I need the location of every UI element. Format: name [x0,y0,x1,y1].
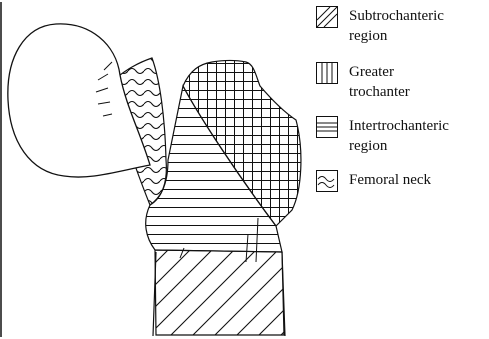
wavy-hatch-swatch-icon [316,170,338,192]
legend-line: region [349,26,444,46]
femur-illustration [0,0,310,339]
legend-label-femoral-neck: Femoral neck [349,170,431,190]
legend-item-greater-trochanter: Greater trochanter [316,62,488,116]
legend-label-greater-trochanter: Greater trochanter [349,62,410,102]
legend-item-femoral-neck: Femoral neck [316,170,488,200]
legend-line: region [349,136,449,156]
legend-label-intertrochanteric: Intertrochanteric region [349,116,449,156]
legend-line: Intertrochanteric [349,116,449,136]
legend-line: Subtrochanteric [349,6,444,26]
legend-label-subtrochanteric: Subtrochanteric region [349,6,444,46]
legend-item-subtrochanteric: Subtrochanteric region [316,6,488,62]
horizontal-hatch-swatch-icon [316,116,338,138]
legend-line: Femoral neck [349,170,431,190]
diagonal-hatch-swatch-icon [316,6,338,28]
vertical-hatch-swatch-icon [316,62,338,84]
subtrochanteric-region [155,250,284,335]
legend-line: trochanter [349,82,410,102]
legend-line: Greater [349,62,410,82]
legend-item-intertrochanteric: Intertrochanteric region [316,116,488,170]
legend: Subtrochanteric region Greater trochante… [316,6,488,200]
